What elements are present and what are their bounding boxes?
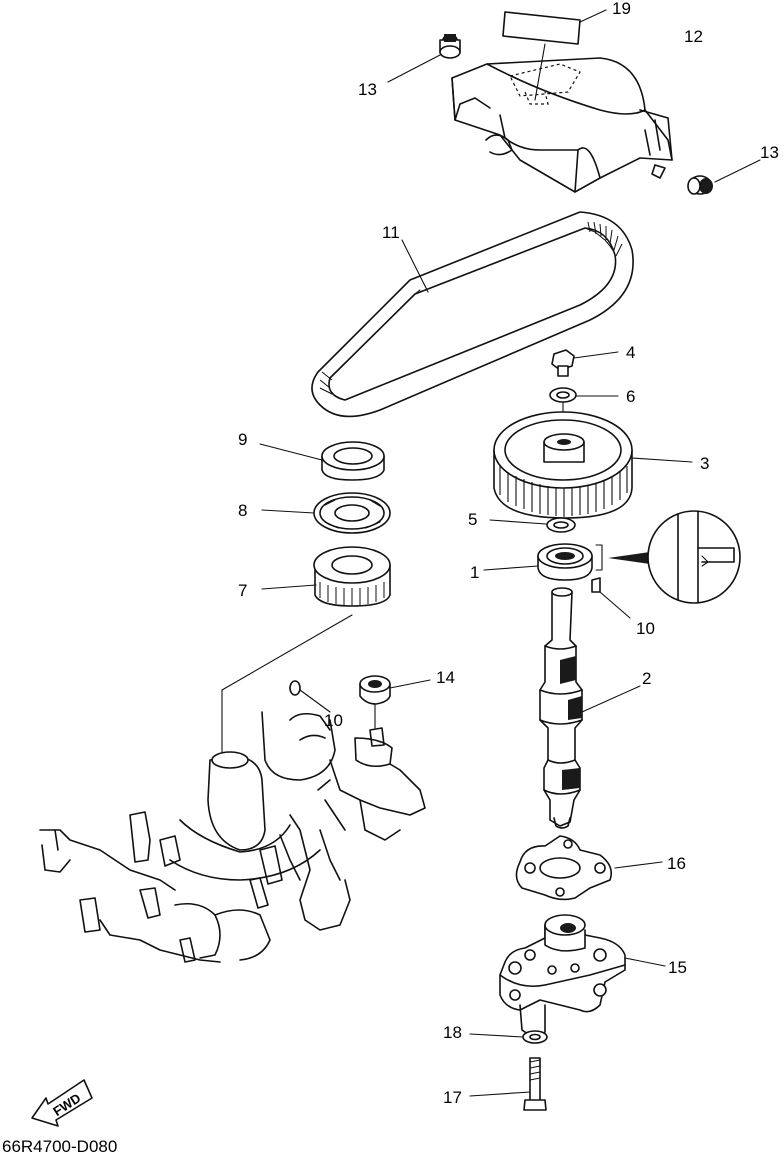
callout-13-left: 13 — [358, 80, 377, 99]
callout-15: 15 — [668, 958, 687, 977]
timing-belt-cover-part-12 — [451, 57, 673, 193]
washer-part-5 — [489, 517, 576, 533]
callout-14: 14 — [436, 668, 455, 687]
callout-11: 11 — [382, 223, 400, 242]
callout-12: 12 — [684, 27, 703, 46]
bolt-part-4 — [551, 349, 619, 377]
callout-1: 1 — [470, 563, 479, 582]
engine-block-outline — [39, 680, 426, 963]
callout-19: 19 — [612, 0, 631, 18]
seal-orientation-detail — [647, 510, 741, 604]
gasket-part-16 — [515, 835, 663, 901]
plate-part-8 — [261, 492, 391, 534]
timing-belt-part-11 — [311, 211, 634, 418]
decal-part-19 — [502, 9, 607, 101]
crankshaft-pulley-part-7 — [221, 546, 391, 761]
bolt-part-17 — [469, 1057, 547, 1111]
callout-13-right: 13 — [760, 143, 779, 162]
grommet-part-13-right — [687, 159, 761, 195]
grommet-part-13-left — [387, 34, 461, 83]
callout-17: 17 — [443, 1088, 462, 1107]
oil-pump-part-15 — [499, 914, 666, 1037]
camshaft-pulley-part-3 — [493, 411, 693, 519]
callout-2: 2 — [642, 669, 651, 688]
callout-18: 18 — [443, 1023, 462, 1042]
cap-part-14 — [359, 675, 431, 729]
callout-8: 8 — [238, 501, 247, 520]
callout-3: 3 — [700, 454, 709, 473]
forward-direction-arrow — [31, 1079, 93, 1127]
callout-5: 5 — [468, 510, 477, 529]
camshaft-part-2 — [539, 577, 641, 829]
callout-9: 9 — [238, 430, 247, 449]
callout-6: 6 — [626, 387, 635, 406]
callout-16: 16 — [667, 854, 686, 873]
spacer-part-9 — [259, 441, 385, 481]
callout-4: 4 — [626, 343, 635, 362]
oil-seal-part-1 — [483, 543, 650, 581]
callout-7: 7 — [238, 581, 247, 600]
drawing-code: 66R4700-D080 — [2, 1137, 117, 1155]
washer-part-18 — [469, 1030, 548, 1044]
callout-10-right: 10 — [636, 619, 655, 638]
callout-10-left: 10 — [324, 711, 343, 730]
